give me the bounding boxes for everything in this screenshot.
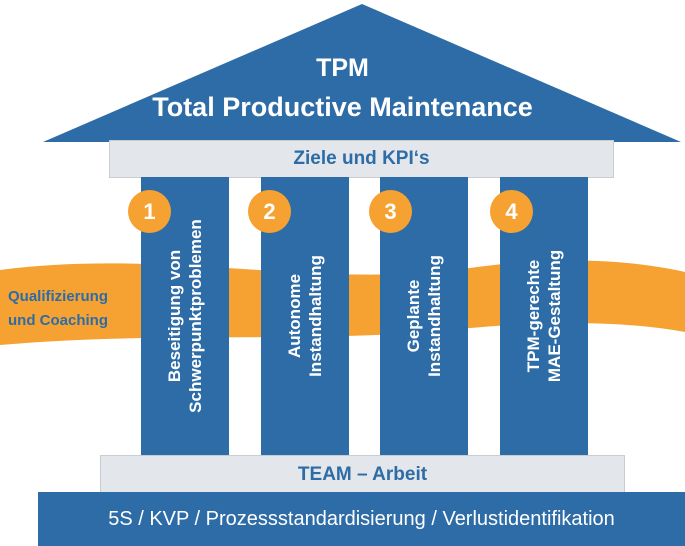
- pillar-4-label: TPM-gerechte MAE-Gestaltung: [523, 250, 565, 382]
- foundation-bar: 5S / KVP / Prozessstandardisierung / Ver…: [38, 492, 685, 546]
- pillar-1-label: Beseitigung von Schwerpunktproblemen: [164, 219, 206, 413]
- goals-beam-label: Ziele und KPI‘s: [293, 148, 430, 169]
- roof-title: TPM: [316, 54, 369, 82]
- goals-beam: Ziele und KPI‘s: [109, 140, 614, 178]
- pillar-4-number-badge: 4: [490, 190, 533, 233]
- pillar-3-label: Geplante Instandhaltung: [403, 255, 445, 377]
- roof-triangle: [43, 4, 681, 142]
- pillar-1-label-line1: Beseitigung von: [165, 249, 184, 383]
- pillar-2-number-badge: 2: [248, 190, 291, 233]
- pillar-3-label-line2: Instandhaltung: [425, 255, 444, 377]
- pillar-4-label-line1: TPM-gerechte: [524, 259, 543, 373]
- qualification-band-label-line1: Qualifizierung: [8, 288, 109, 305]
- team-beam-label: TEAM – Arbeit: [297, 463, 428, 485]
- qualification-band-label: Qualifizierung und Coaching: [8, 285, 108, 333]
- qualification-band-label-line2: und Coaching: [8, 312, 108, 329]
- team-beam: TEAM – Arbeit: [100, 455, 625, 494]
- pillar-1-label-line2: Schwerpunktproblemen: [186, 219, 205, 413]
- foundation-label: 5S / KVP / Prozessstandardisierung / Ver…: [108, 507, 615, 530]
- pillar-2-label-line1: Autonome: [285, 273, 304, 359]
- pillar-3-number-badge: 3: [369, 190, 412, 233]
- pillar-4-label-line2: MAE-Gestaltung: [545, 249, 564, 383]
- roof-subtitle: Total Productive Maintenance: [152, 92, 533, 122]
- pillar-3-label-line1: Geplante: [404, 279, 423, 353]
- pillar-2-label: Autonome Instandhaltung: [284, 255, 326, 377]
- pillar-2-label-line2: Instandhaltung: [306, 255, 325, 377]
- pillar-1-number-badge: 1: [128, 190, 171, 233]
